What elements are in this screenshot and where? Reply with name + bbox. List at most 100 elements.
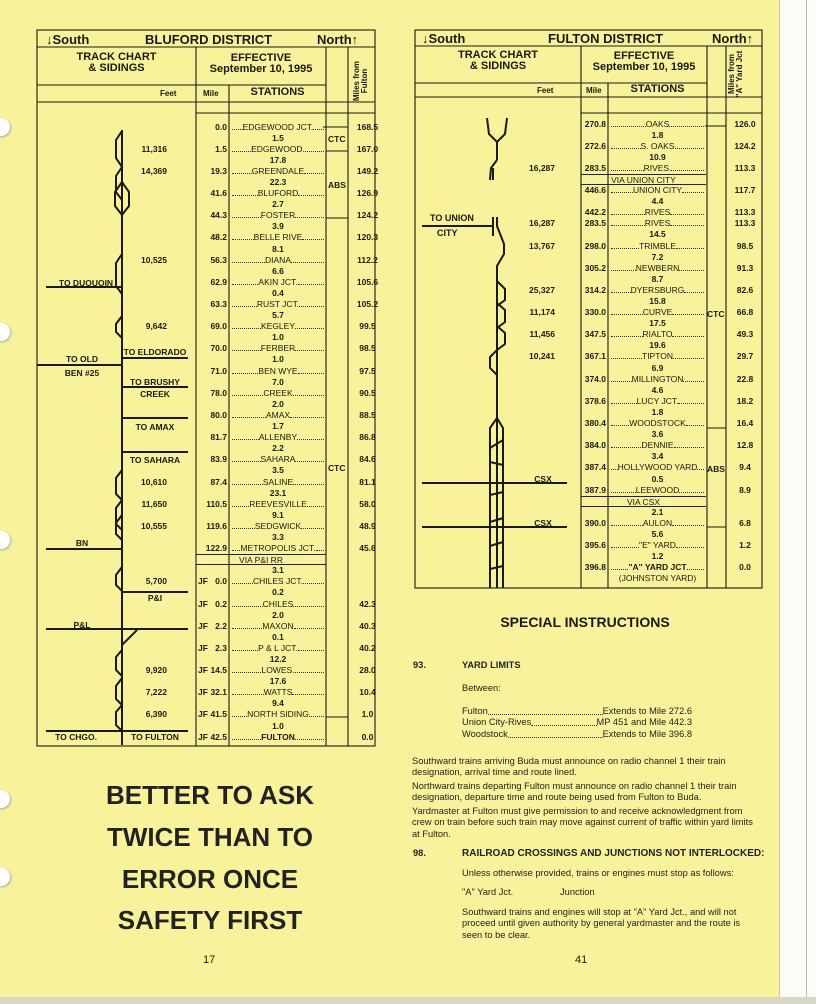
track-chart-header: TRACK CHART& SIDINGS <box>415 50 581 72</box>
mile-value: 63.3 <box>210 299 227 309</box>
via-row: VIA CSX <box>415 495 762 507</box>
branch-label: P&L <box>73 620 91 630</box>
miles-from-value: 168.5 <box>356 121 379 132</box>
miles-from-value: 81.1 <box>359 476 376 487</box>
mile-prefix: JF <box>198 576 208 587</box>
section-title: YARD LIMITS <box>462 660 521 670</box>
effective-date: September 10, 1995 <box>209 63 313 75</box>
mile-prefix: JF <box>198 687 208 698</box>
binder-hole <box>0 323 10 341</box>
branch-label: BEN #25 <box>64 368 100 378</box>
station-note: (JOHNSTON YARD) <box>618 573 697 584</box>
instruction-paragraph: Northward trains departing Fulton must a… <box>412 781 737 803</box>
mile-value: 330.0 <box>584 307 606 318</box>
distance-between: 2.0 <box>272 398 284 409</box>
mile-value: 387.4 <box>584 462 606 473</box>
miles-from-value: 88.5 <box>359 409 376 420</box>
safety-slogan-line: SAFETY FIRST <box>117 905 303 935</box>
distance-between: 0.2 <box>272 587 284 598</box>
distance-between: 23.1 <box>269 487 287 498</box>
signal-abs: ABS <box>707 464 725 474</box>
branch-label: TO CHGO. <box>55 732 97 742</box>
miles-from-value: 0.0 <box>361 731 374 742</box>
distance-between: 9.4 <box>272 698 284 709</box>
station-name: BLUFORD <box>257 188 299 199</box>
miles-from-value: 167.0 <box>356 143 379 154</box>
distance-between: 7.0 <box>272 376 284 387</box>
siding-feet: 10,555 <box>141 520 167 531</box>
miles-from-value: 45.6 <box>359 543 376 554</box>
note-row: (JOHNSTON YARD) <box>415 573 762 584</box>
distance-row: 19.6 <box>415 340 762 351</box>
distance-between: 14.5 <box>649 229 666 240</box>
siding-feet: 6,390 <box>145 709 167 720</box>
miles-from-value: 48.9 <box>359 520 376 531</box>
binder-hole <box>0 118 10 136</box>
station-name: NORTH SIDING <box>247 709 309 720</box>
miles-from-value: 117.7 <box>734 185 756 196</box>
mile-prefix: JF <box>198 598 208 609</box>
distance-between: 2.0 <box>272 609 284 620</box>
miles-from-value: 86.8 <box>359 432 376 443</box>
branch-label: TO BRUSHY <box>130 377 180 387</box>
distance-between: 6.9 <box>651 362 664 373</box>
distance-between: 17.5 <box>649 318 666 329</box>
station-name: CHILES JCT. <box>252 576 304 587</box>
feet-header: Feet <box>537 86 554 95</box>
station-name: DENNIE <box>641 440 674 451</box>
miles-from-value: 98.5 <box>736 240 754 251</box>
section-title: RAILROAD CROSSINGS AND JUNCTIONS NOT INT… <box>462 848 765 859</box>
mile-value: 14.5 <box>210 665 227 676</box>
mile-value: 378.6 <box>584 395 606 406</box>
distance-between: 10.9 <box>649 151 666 162</box>
mile-value: 270.8 <box>584 118 606 129</box>
binder-hole <box>0 868 10 886</box>
via-label: VIA UNION CITY <box>581 173 706 186</box>
station-name: CHILES <box>262 598 294 609</box>
signal-ctc: CTC <box>328 134 346 144</box>
siding-feet: 16,287 <box>529 218 555 229</box>
distance-between: 1.0 <box>272 720 284 731</box>
station-name: AMAX <box>265 409 291 420</box>
mile-value: 0.0 <box>215 576 227 587</box>
miles-from-value: 8.9 <box>739 484 751 495</box>
miles-from-value: 90.5 <box>359 387 376 398</box>
miles-from-value: 149.2 <box>356 165 379 176</box>
page-number: 17 <box>203 954 216 966</box>
distance-row: 7.0 <box>37 377 375 388</box>
distance-row: 9.4 <box>37 698 375 709</box>
distance-row: 6.9 <box>415 363 762 374</box>
mile-value: 367.1 <box>584 351 606 362</box>
distance-row: 2.1 <box>415 507 762 518</box>
distance-between: 19.6 <box>649 340 666 351</box>
branch-label: TO AMAX <box>135 422 175 432</box>
distance-between: 5.6 <box>651 528 664 539</box>
distance-between: 2.7 <box>272 199 284 210</box>
station-name: LOWES. <box>261 665 295 676</box>
mile-value: 42.5 <box>210 731 227 742</box>
siding-feet: 13,767 <box>529 240 555 251</box>
header-line: Fulton <box>360 68 369 94</box>
distance-row: 5.6 <box>415 529 762 540</box>
distance-row: 7.2 <box>415 252 762 263</box>
instruction-paragraph: Unless otherwise provided, trains or eng… <box>462 868 734 878</box>
effective-label: EFFECTIVE <box>230 52 292 64</box>
safety-slogan-line: TWICE THAN TO <box>106 822 314 852</box>
